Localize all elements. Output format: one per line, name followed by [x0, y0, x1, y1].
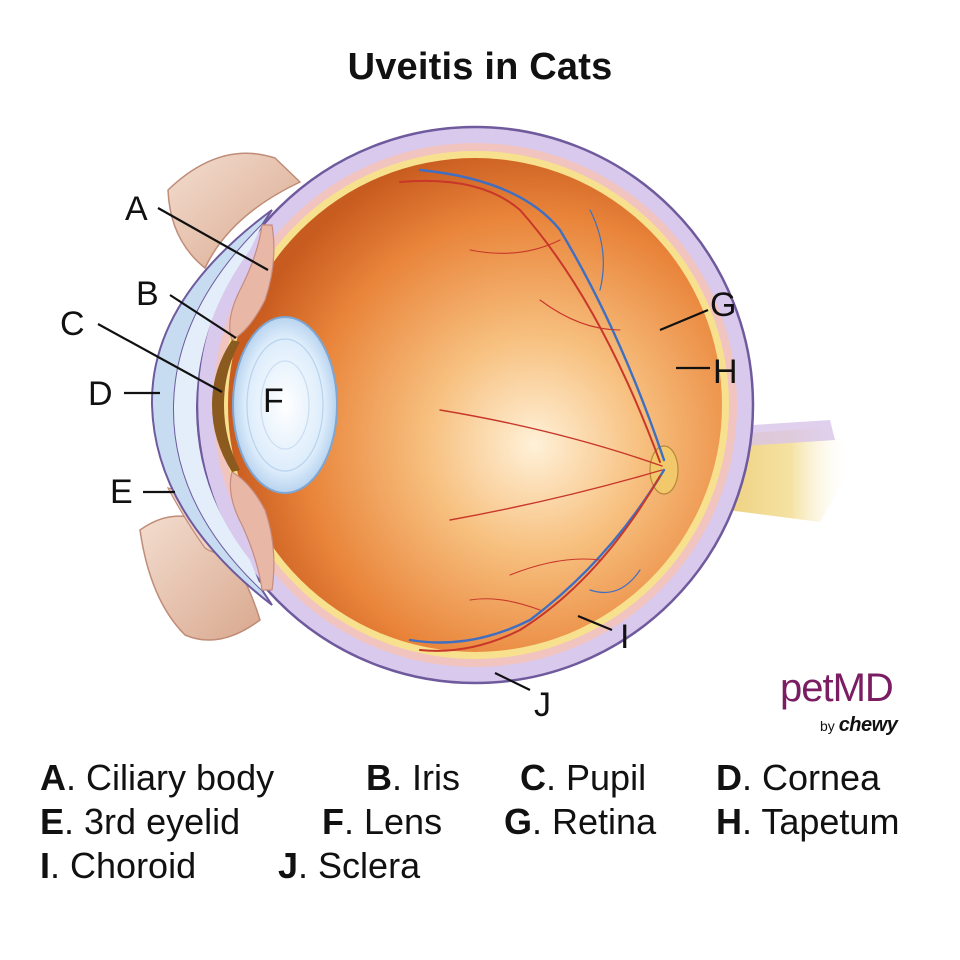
- logo-by: by: [820, 718, 835, 734]
- legend-term: Tapetum: [761, 801, 900, 842]
- legend-term: Iris: [412, 757, 461, 798]
- marker-a: A: [125, 190, 148, 228]
- leader-line-c: [97, 323, 223, 393]
- legend-item-f: F. Lens: [322, 801, 443, 842]
- legend-term: Lens: [364, 801, 443, 842]
- legend-term: Sclera: [318, 845, 421, 886]
- logo-tagline: by chewy: [820, 714, 898, 737]
- legend-item-h: H. Tapetum: [716, 801, 900, 842]
- marker-i: I: [620, 618, 629, 656]
- marker-d: D: [88, 375, 113, 413]
- legend-term: Ciliary body: [86, 757, 275, 798]
- marker-c: C: [60, 305, 85, 343]
- legend-term: 3rd eyelid: [84, 801, 241, 842]
- eyeball-interior: [228, 158, 722, 652]
- leader-line-j: [494, 672, 531, 691]
- lens: [232, 316, 338, 494]
- petmd-logo: petMD by chewy: [780, 666, 930, 736]
- marker-h: H: [713, 353, 738, 391]
- legend-item-i: I. Choroid: [40, 845, 197, 886]
- legend-item-e: E. 3rd eyelid: [40, 801, 241, 842]
- legend-item-b: B. Iris: [366, 757, 461, 798]
- marker-f: F: [263, 382, 284, 420]
- legend-term: Pupil: [566, 757, 647, 798]
- upper-eyelid: [167, 152, 302, 270]
- legend-item-d: D. Cornea: [716, 757, 881, 798]
- legend-item-j: J. Sclera: [278, 845, 421, 886]
- leader-line-b: [169, 294, 237, 339]
- page-title: Uveitis in Cats: [347, 46, 613, 88]
- legend-term: Retina: [552, 801, 657, 842]
- ciliary-body-lower: [229, 471, 275, 591]
- leader-lines: [97, 207, 710, 691]
- iris: [212, 340, 240, 472]
- leader-line-a: [157, 207, 269, 271]
- legend-item-g: G. Retina: [504, 801, 657, 842]
- anterior-chamber: [173, 225, 262, 590]
- logo-wordmark: petMD: [780, 666, 894, 710]
- leader-line-i: [577, 614, 613, 632]
- marker-g: G: [710, 286, 736, 324]
- marker-j: J: [534, 686, 551, 724]
- marker-e: E: [110, 473, 133, 511]
- leader-line-g: [659, 308, 709, 332]
- blood-vessels: [399, 168, 666, 652]
- legend-term: Choroid: [70, 845, 197, 886]
- legend-item-c: C. Pupil: [520, 757, 647, 798]
- legend-term: Cornea: [762, 757, 881, 798]
- marker-b: B: [136, 275, 159, 313]
- logo-brand: chewy: [838, 714, 898, 736]
- legend-item-a: A. Ciliary body: [40, 757, 275, 798]
- ciliary-body: [229, 224, 275, 341]
